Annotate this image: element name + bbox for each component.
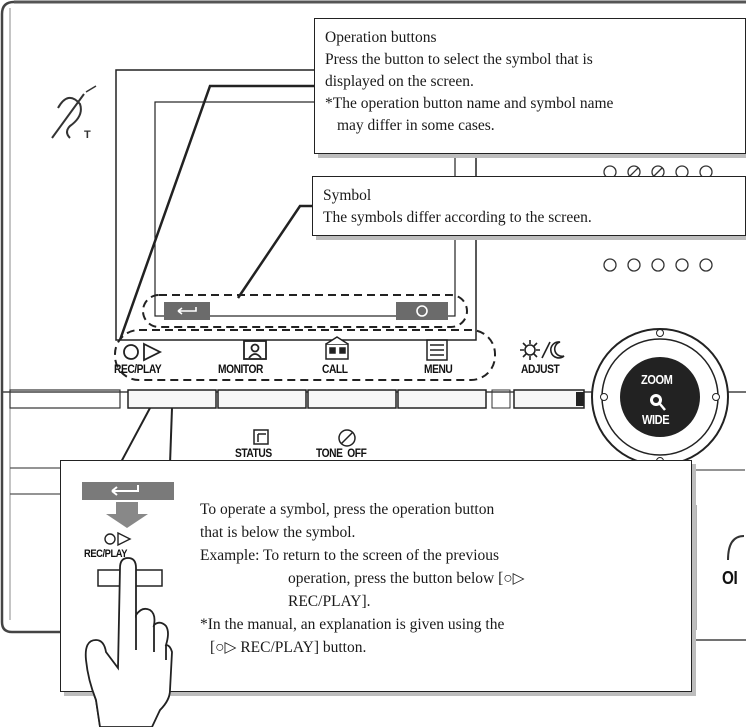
rec-play-icon — [123, 342, 163, 362]
symbol-title: Symbol — [323, 187, 372, 204]
menu-icon — [426, 339, 448, 361]
leader-howto-b — [169, 407, 173, 465]
howto-line7: [○▷ REC/PLAY] button. — [210, 639, 367, 656]
symbol-area-outline — [142, 294, 468, 328]
adjust-label: ADJUST — [521, 362, 560, 376]
svg-text:T: T — [84, 129, 91, 141]
physical-button-3 — [307, 389, 397, 409]
physical-button-2 — [217, 389, 307, 409]
operation-buttons-outline — [114, 329, 496, 381]
status-icon — [253, 429, 269, 445]
inset-illustration — [82, 482, 174, 727]
operation-buttons-line4: may differ in some cases. — [337, 117, 495, 134]
side-label: OI — [722, 568, 738, 588]
operation-buttons-title: Operation buttons — [325, 29, 437, 46]
hearing-loop-icon: T — [51, 85, 97, 141]
return-arrow-icon — [111, 485, 139, 496]
call-label: CALL — [322, 362, 348, 376]
leader-howto-a — [119, 407, 151, 465]
pointing-hand-icon-inset — [84, 557, 173, 727]
leader-symbol — [236, 204, 318, 299]
howto-line2: that is below the symbol. — [200, 524, 356, 541]
monitor-icon — [243, 340, 267, 360]
operation-buttons-callout: Operation buttons Press the button to se… — [314, 18, 746, 154]
operation-buttons-line3: *The operation button name and symbol na… — [325, 95, 614, 112]
housing-left-edge — [0, 0, 60, 634]
howto-line1: To operate a symbol, press the operation… — [200, 501, 495, 518]
adjust-button — [513, 389, 585, 409]
physical-button-4 — [397, 389, 487, 409]
speaker-holes-bottom — [603, 258, 713, 272]
zoom-dial — [591, 328, 729, 466]
adjust-icon — [520, 340, 565, 360]
symbol-callout: Symbol The symbols differ according to t… — [312, 176, 746, 236]
zoom-label: ZOOM — [641, 372, 673, 387]
status-label: STATUS — [235, 446, 272, 460]
operation-buttons-line2: displayed on the screen. — [325, 73, 474, 90]
tone-off-label: TONE OFF — [316, 446, 367, 460]
leader-operation — [118, 84, 320, 341]
howto-line3: Example: To return to the screen of the … — [200, 547, 500, 564]
rec-play-label: REC/PLAY — [114, 362, 162, 376]
record-symbol — [396, 302, 448, 320]
physical-button-1 — [127, 389, 217, 409]
operation-buttons-line1: Press the button to select the symbol th… — [325, 51, 593, 68]
wide-label: WIDE — [642, 412, 670, 427]
call-icon — [325, 336, 349, 360]
howto-line5: REC/PLAY]. — [288, 593, 371, 610]
howto-line4: operation, press the button below [○▷ — [288, 570, 525, 587]
howto-line6: *In the manual, an explanation is given … — [200, 616, 505, 633]
rec-play-small-icon — [104, 531, 132, 547]
tone-off-icon — [338, 429, 356, 447]
howto-text: To operate a symbol, press the operation… — [200, 498, 525, 659]
inset-rec-play-label: REC/PLAY — [84, 548, 128, 560]
monitor-label: MONITOR — [218, 362, 264, 376]
menu-label: MENU — [424, 362, 453, 376]
symbol-line1: The symbols differ according to the scre… — [323, 209, 592, 226]
down-arrow-icon-inset — [106, 502, 148, 528]
